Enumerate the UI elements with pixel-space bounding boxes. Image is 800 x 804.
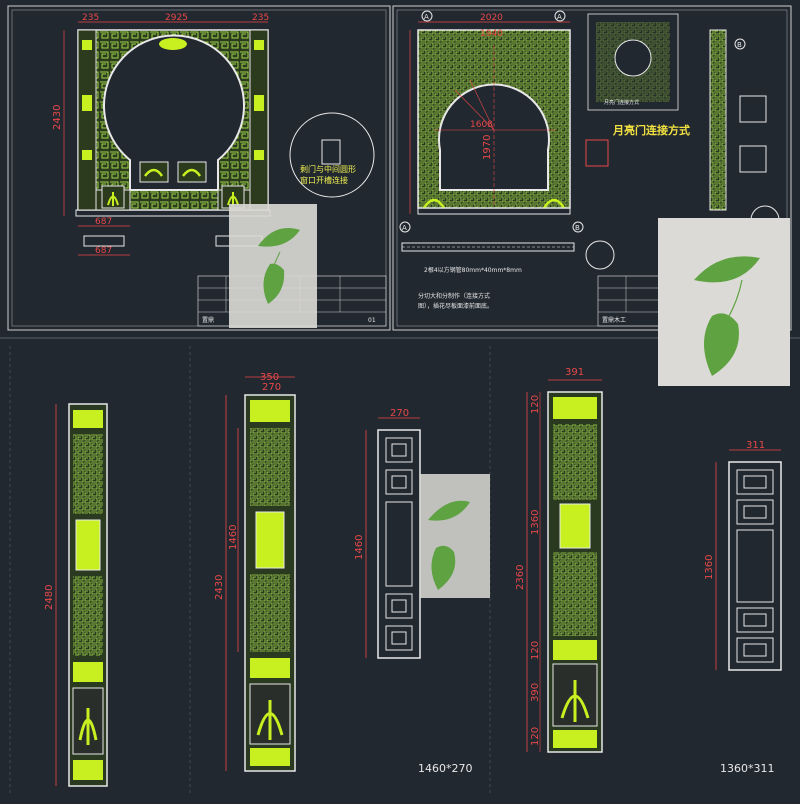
panel-5-caption: 1360*311 [720,762,775,775]
dim-left-width: 235 [82,13,99,23]
joint-detail: 剩门与中间圆形 窗口开槽连接 [289,112,375,198]
panel-2-height: 2430 [214,575,225,600]
note-line-1: 分切大和分制作（连接方式 [418,292,490,300]
axis-bubble-icon: A [402,224,407,232]
axis-bubble-icon: B [737,41,742,49]
leaf-photo-icon [658,218,790,386]
top-right-dimensions: 2020 1940 1608 1970 [409,13,570,214]
panel-3-width: 270 [390,408,409,419]
panel-3-height: 1460 [354,535,365,560]
sheet-scale-left: 01 [368,317,376,324]
panel-2-inner-height: 1460 [228,525,239,550]
sheet-border-right [392,5,792,331]
panel-4-seg-3: 120 [530,641,541,660]
dim-plan-opening: 1608 [470,120,493,130]
dim-bottom-left-2: 687 [95,246,112,256]
axis-bubble-icon: A [424,13,429,21]
axis-bubble-icon: B [575,224,580,232]
sheet-top-right: A A B A B 2020 1940 1608 1970 2根4以方钢管80m… [392,5,792,331]
panel-4-width: 391 [565,367,584,378]
joint-note-line2: 窗口开槽连接 [300,175,348,185]
joint-note-line1: 剩门与中间圆形 [300,164,356,174]
dim-gate-height: 2430 [52,105,63,130]
panel-2-width: 350 [260,372,279,383]
dim-bottom-left: 687 [95,217,112,227]
dim-plan-inner: 1940 [480,29,503,39]
panel-1-height: 2480 [44,585,55,610]
panel-3: 270 1460 1460*270 [354,408,473,775]
note-line-2: 图），插花尽板面漆前面底。 [418,302,493,310]
dim-center-width: 2925 [165,13,188,23]
dim-right-width: 235 [252,13,269,23]
steel-tube-label: 2根4以方钢管80mm*40mm*8mm [424,266,522,274]
panel-4-height: 2360 [515,565,526,590]
panel-4-seg-1: 120 [530,395,541,414]
dim-plan-height: 1970 [482,135,493,160]
panel-5: 311 1360 1360*311 [704,440,782,775]
panel-2: 350 270 2430 1460 [214,372,296,772]
leaf-photo-icon [420,474,490,598]
panel-3-caption: 1460*270 [418,762,473,775]
company-name-right: 置鼎木工 [602,316,626,324]
connection-title: 月亮门连接方式 [612,123,690,137]
panel-2-inner-width: 270 [262,382,281,393]
sheet-border [7,5,391,331]
leaf-photo-icon [229,204,317,328]
dim-plan-width: 2020 [480,13,503,23]
axis-bubble-icon: A [557,13,562,21]
top-left-dimensions: 235 2925 235 2430 687 687 [52,13,269,256]
panel-4-seg-5: 120 [530,727,541,746]
panel-4-seg-2: 1360 [530,510,541,535]
company-name-left: 置鼎 [202,317,214,324]
sheet-top-left: 235 2925 235 2430 687 687 剩门与中间圆形 窗口开槽连接 [7,5,391,331]
panel-4: 391 2360 120 1360 120 390 120 [515,367,603,753]
steel-tube-note: 2根4以方钢管80mm*40mm*8mm 分切大和分制作（连接方式 图），插花尽… [401,242,575,310]
carved-flower-icon [422,198,566,209]
panel-5-width: 311 [746,440,765,451]
connection-caption: 月亮门连接方式 [604,99,639,106]
panel-1: 2480 [44,403,108,787]
moon-gate-plan [417,29,571,215]
panel-5-height: 1360 [704,555,715,580]
panel-4-seg-4: 390 [530,683,541,702]
carved-flower-icon [101,185,245,209]
connection-detail: 月亮门连接方式 月亮门连接方式 [587,13,690,137]
axis-bubbles: A A B A B [399,10,746,233]
moon-gate-elevation [75,29,271,217]
sheet-bottom-panels: 2480 350 270 2430 1460 [0,337,800,796]
